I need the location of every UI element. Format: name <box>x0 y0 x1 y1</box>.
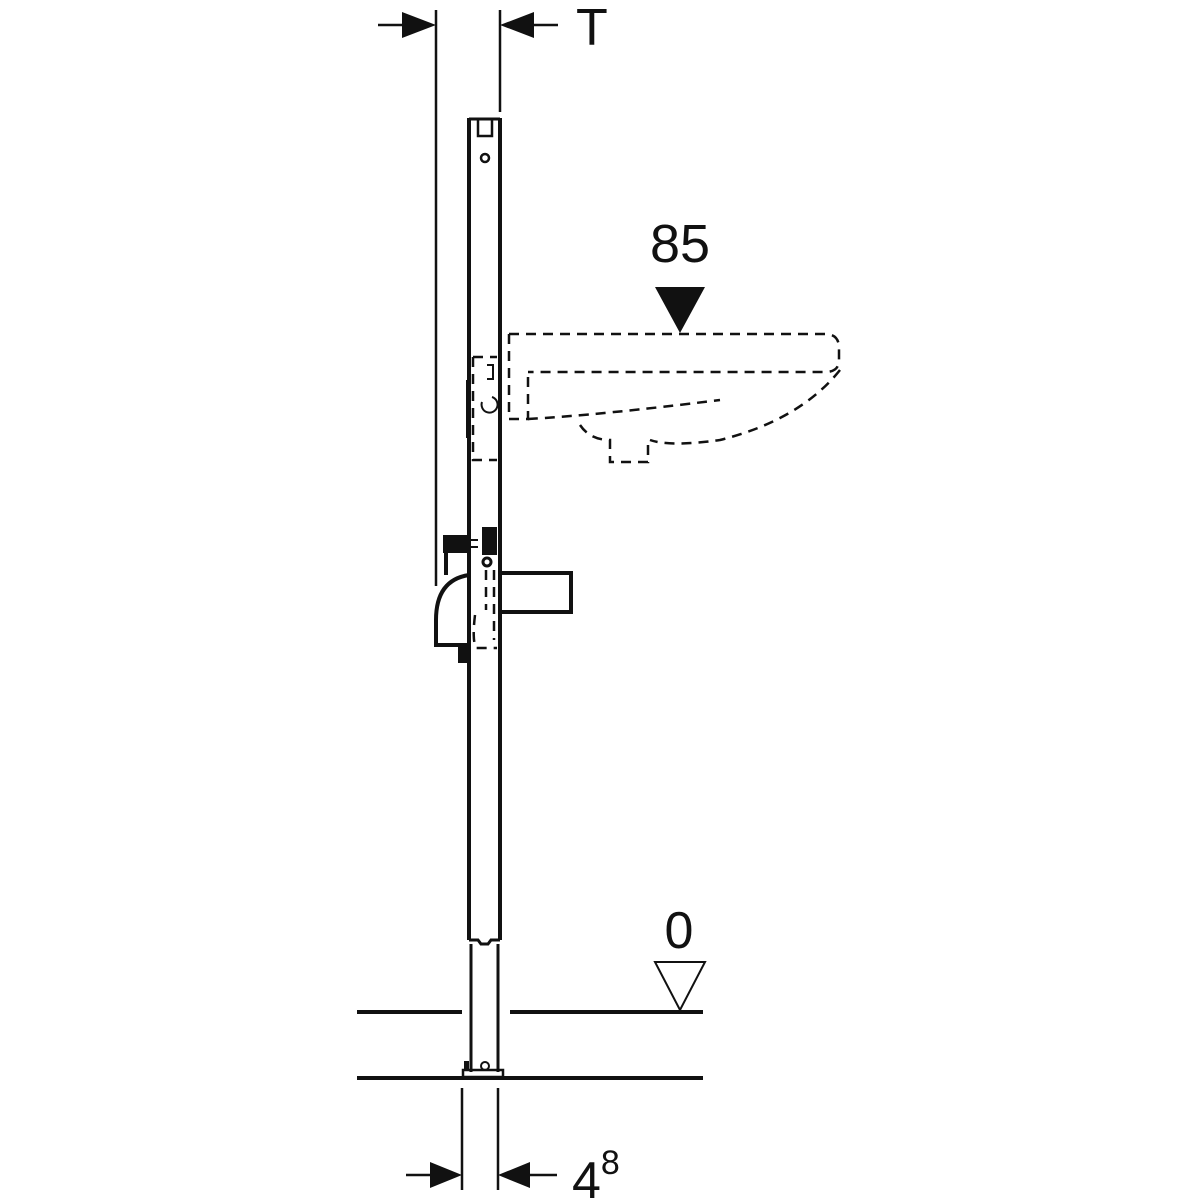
frame-upright <box>461 117 505 1079</box>
drain-pipe-stub <box>498 571 573 614</box>
top-dimension: T <box>378 0 608 586</box>
hollow-triangle-marker-icon <box>653 961 707 1013</box>
filled-triangle-marker-icon <box>655 287 705 333</box>
arrow-left-icon <box>500 12 534 38</box>
arrow-right-icon <box>402 12 436 38</box>
bottom-dimension: 48 <box>406 1088 620 1200</box>
floor-level-label: 0 <box>665 902 694 960</box>
arrow-left-icon <box>498 1162 530 1188</box>
drain-elbow <box>434 527 497 663</box>
arrow-right-icon <box>430 1162 462 1188</box>
floor-lines <box>357 1010 703 1080</box>
basin-height-label: 85 <box>650 214 710 274</box>
depth-label: T <box>576 0 608 57</box>
frame-width-label: 48 <box>572 1144 620 1200</box>
washbasin-outline <box>507 332 841 464</box>
basin-connection-fittings <box>466 355 499 462</box>
